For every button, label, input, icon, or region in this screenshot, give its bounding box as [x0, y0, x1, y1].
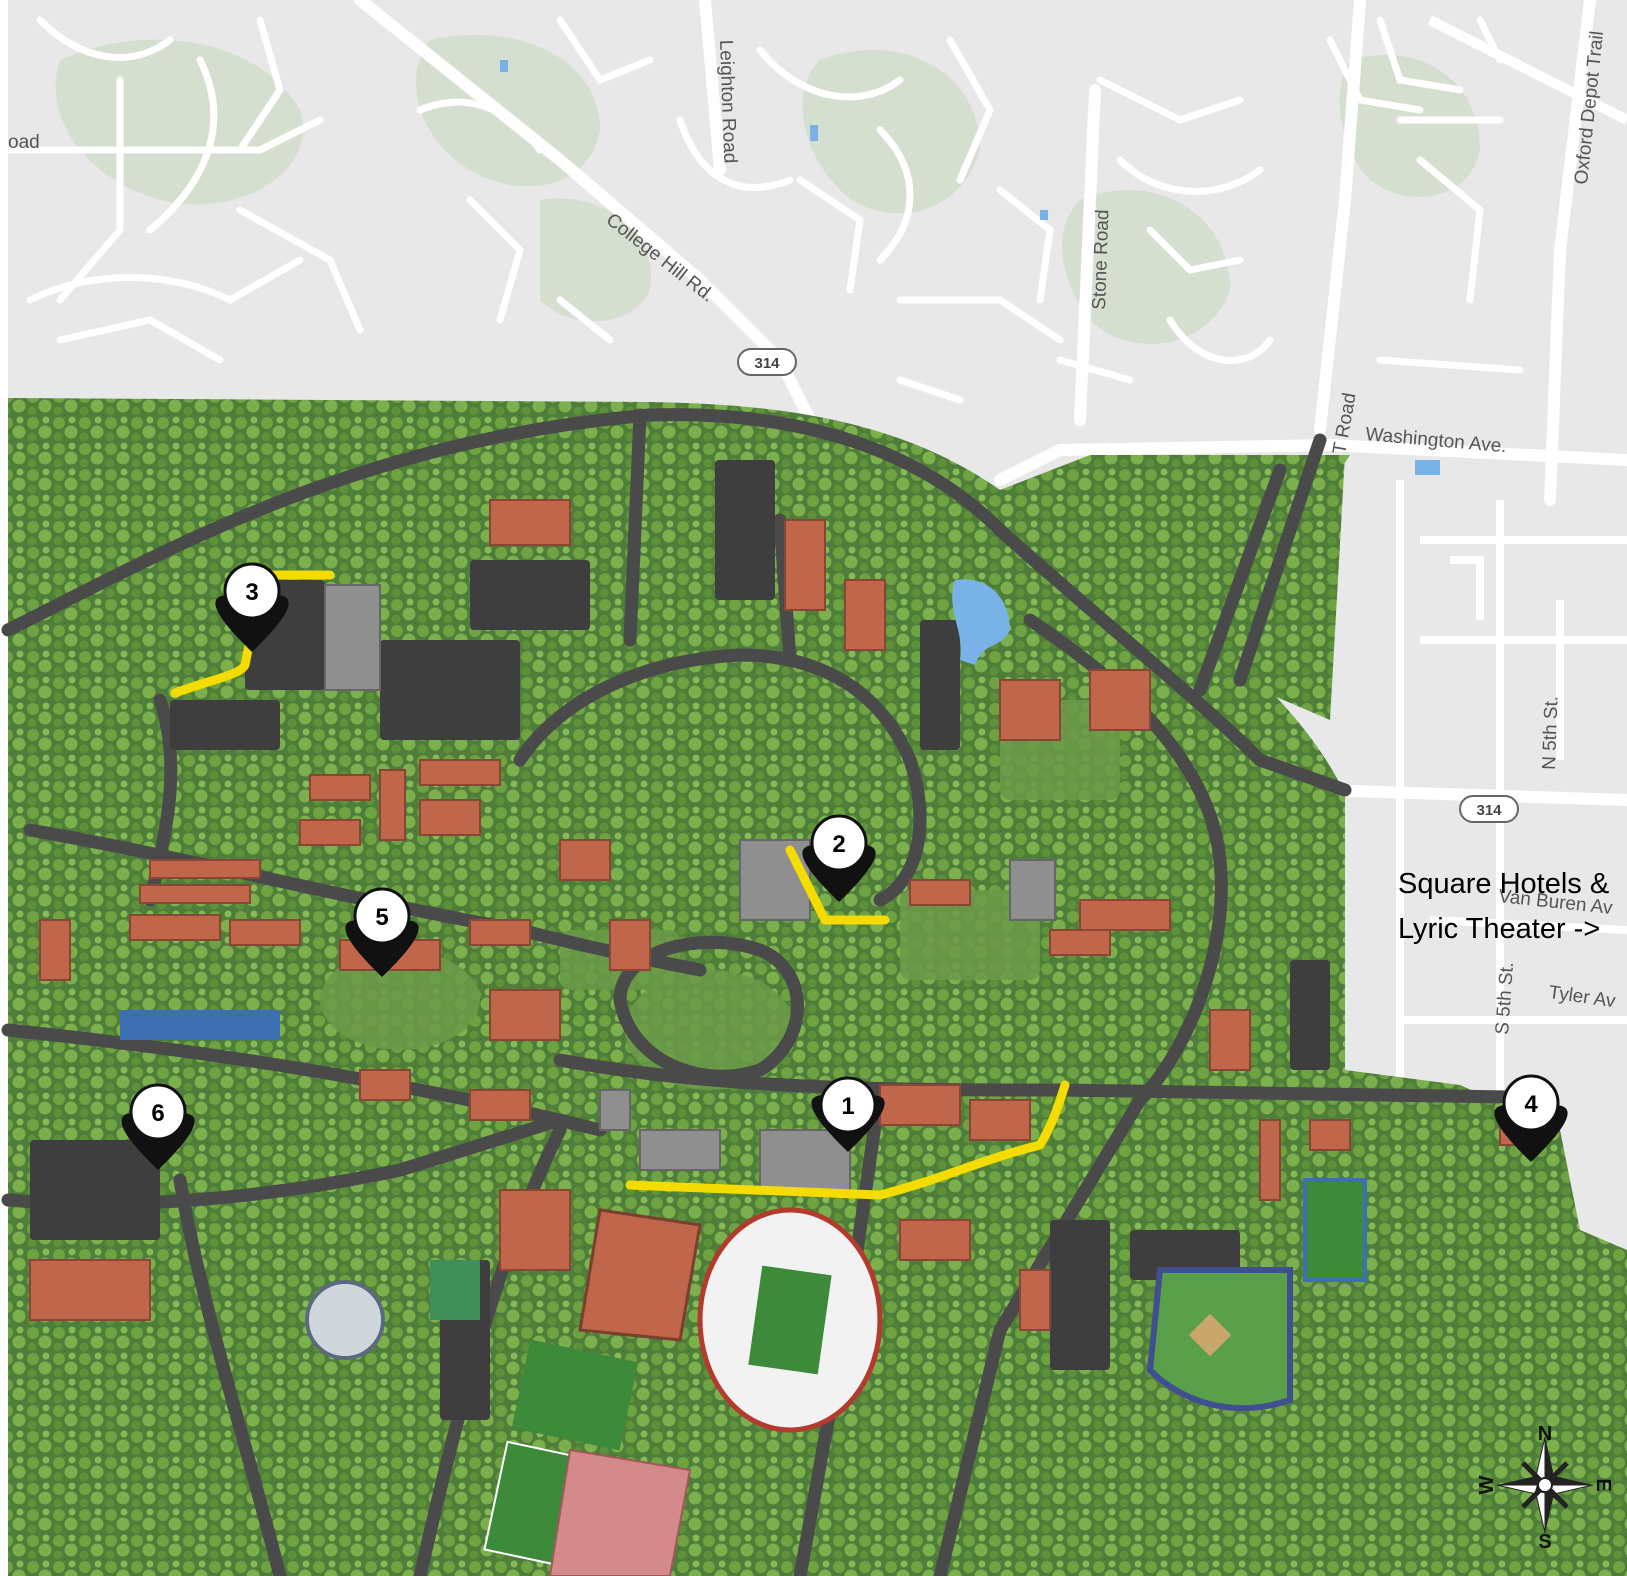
svg-text:1: 1: [841, 1093, 854, 1120]
east-field: [1303, 1178, 1367, 1282]
campus-roads: [1, 408, 1517, 1576]
campus-loop: [513, 648, 927, 907]
highway-shield-north: 314: [737, 348, 797, 376]
map-marker-1[interactable]: 1: [811, 1076, 885, 1152]
campus-pond: [952, 579, 1010, 665]
baseball-infield: [1188, 1313, 1232, 1357]
map-marker-5[interactable]: 5: [345, 887, 419, 977]
svg-text:W: W: [1476, 1475, 1498, 1494]
svg-text:2: 2: [832, 831, 845, 858]
map-marker-3[interactable]: 3: [215, 562, 289, 652]
practice-field-1: [511, 1339, 639, 1451]
residential-streets: [6, 16, 1524, 404]
coliseum: [305, 1280, 385, 1360]
main-east-road: [553, 1053, 1517, 1104]
t-road-campus: [1233, 433, 1327, 687]
map-marker-4[interactable]: 4: [1494, 1074, 1568, 1162]
svg-text:6: 6: [151, 1100, 164, 1127]
compass-rose: N S E W: [1476, 1423, 1614, 1553]
compass-star-icon: [1496, 1436, 1594, 1534]
svg-text:5: 5: [375, 904, 388, 931]
northeast-diagonal: [1427, 15, 1627, 125]
map-marker-6[interactable]: 6: [121, 1083, 195, 1170]
svg-text:3: 3: [245, 579, 258, 606]
svg-text:S: S: [1538, 1531, 1551, 1553]
svg-text:E: E: [1592, 1478, 1614, 1491]
svg-text:N: N: [1538, 1423, 1552, 1445]
oxford-depot-trail-line: [1544, 0, 1596, 506]
svg-text:314: 314: [754, 355, 780, 372]
road-label-n-5th: N 5th St.: [1539, 696, 1563, 771]
green-courts: [430, 1260, 480, 1320]
north-spur: [623, 408, 647, 647]
east-connector: [1193, 463, 1287, 697]
grey-buildings: [324, 584, 1056, 1191]
callout-line-1: Square Hotels &: [1398, 868, 1609, 900]
stone-road-line: [1074, 84, 1101, 426]
ring-road-north: [1, 408, 1352, 797]
callout-line-2: Lyric Theater ->: [1398, 913, 1600, 945]
sports-facilities: [120, 1010, 1367, 1576]
east-greenspace: [1080, 455, 1345, 720]
svg-text:314: 314: [1476, 802, 1502, 819]
map-marker-2[interactable]: 2: [802, 814, 876, 902]
college-hill-road-line: [354, 0, 816, 426]
arena-building: [578, 1208, 702, 1342]
road-label-stone: Stone Road: [1089, 209, 1113, 310]
washington-ave-line: [994, 438, 1627, 486]
leighton-road-line: [699, 0, 726, 176]
route-1: [625, 1080, 1070, 1200]
highway-shield-east: 314: [1459, 795, 1519, 823]
center-circle: [613, 935, 804, 1083]
road-label-partial: oad: [8, 132, 40, 153]
left-border: [0, 0, 8, 1576]
water-features: [500, 60, 1440, 665]
tennis-courts: [120, 1010, 280, 1040]
road-label-leighton: Leighton Road: [715, 39, 740, 163]
t-road-line: [1314, 0, 1366, 436]
stadium-field: [748, 1265, 832, 1375]
city-main-roads: [354, 0, 1627, 806]
road-label-s-5th: S 5th St.: [1492, 961, 1518, 1035]
indoor-facility: [548, 1448, 692, 1576]
svg-text:4: 4: [1524, 1091, 1538, 1118]
west-south-road: [173, 1173, 287, 1576]
route-2: [785, 845, 890, 925]
